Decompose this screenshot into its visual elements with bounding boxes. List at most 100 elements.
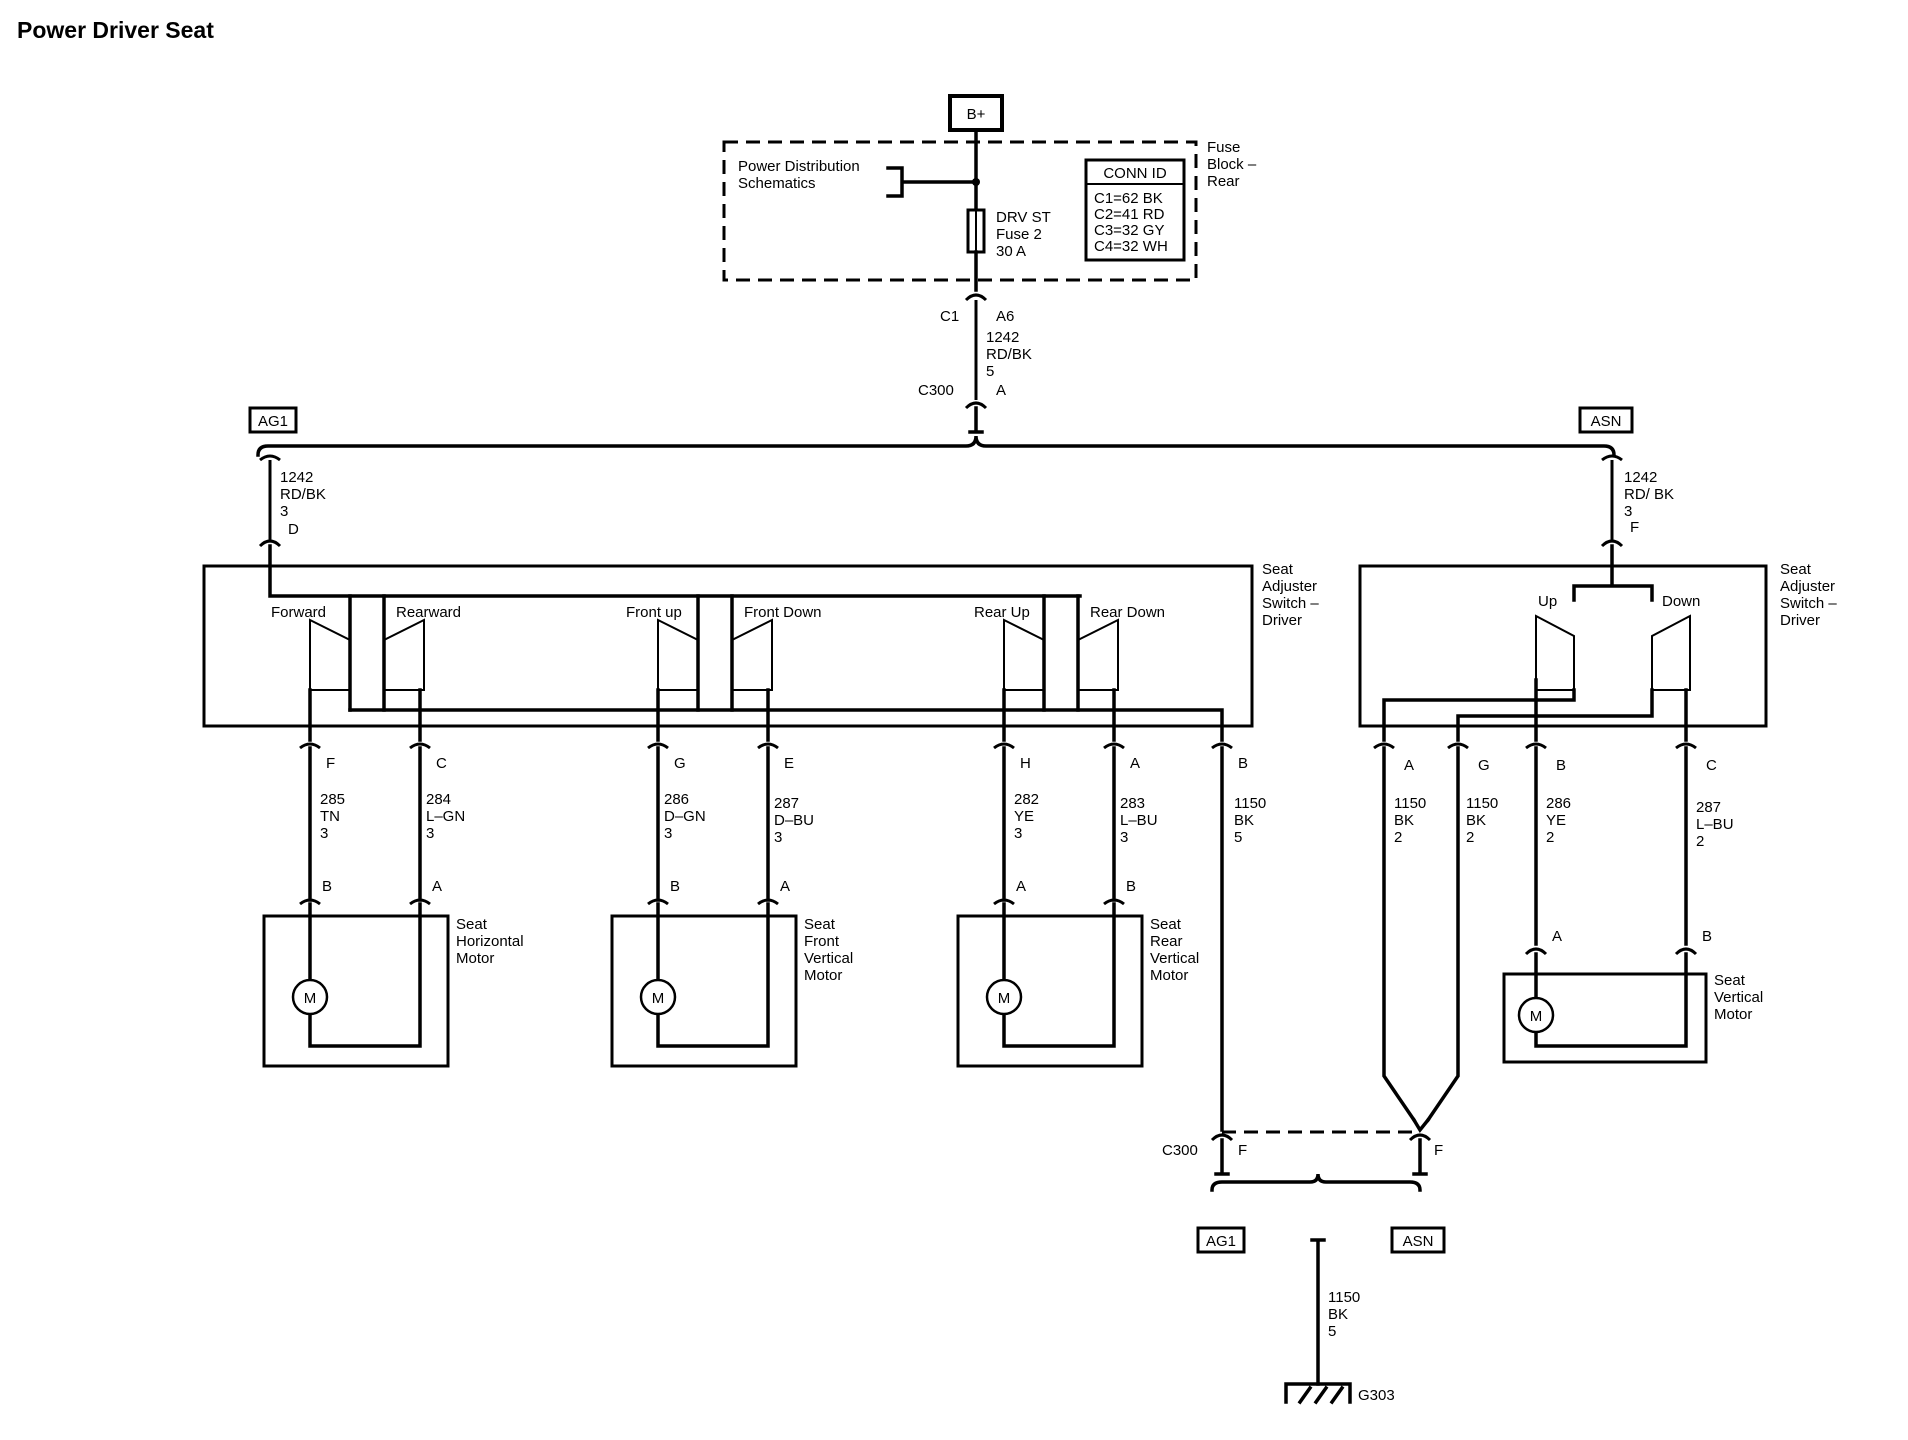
svg-text:BK: BK: [1466, 812, 1486, 829]
left-switch-label-4: Driver: [1262, 612, 1302, 629]
wire-283-label: 283 L–BU 3: [1120, 795, 1158, 846]
feed-wire-1: 1242: [986, 329, 1019, 346]
contact-rear-down: Rear Down: [1090, 604, 1165, 621]
right-wire-1150a-label: 1150 BK 2: [1394, 795, 1426, 846]
left-output-connectors: [299, 742, 1233, 750]
right-feed-connector: [1600, 539, 1624, 548]
contact-rearward: Rearward: [396, 604, 461, 621]
svg-text:M: M: [652, 990, 665, 1007]
pds-bracket: [886, 166, 978, 198]
right-switch-label-1: Seat: [1780, 561, 1812, 578]
svg-text:Rear: Rear: [1150, 933, 1183, 950]
svg-text:5: 5: [1328, 1323, 1336, 1340]
svg-text:2: 2: [1466, 829, 1474, 846]
contact-down-symbol: [1651, 614, 1691, 691]
left-pin-c: C: [436, 755, 447, 772]
svg-text:287: 287: [1696, 799, 1721, 816]
svg-text:D–GN: D–GN: [664, 808, 706, 825]
svg-text:282: 282: [1014, 791, 1039, 808]
right-feed-wire-1: 1242: [1624, 469, 1657, 486]
wire-282-label: 282 YE 3: [1014, 791, 1039, 842]
c300-top-stub: [968, 406, 984, 434]
contact-front-up: Front up: [626, 604, 682, 621]
right-feed-wire-3: 3: [1624, 503, 1632, 520]
svg-text:2: 2: [1546, 829, 1554, 846]
ground-id: G303: [1358, 1387, 1395, 1404]
right-switch-label-2: Adjuster: [1780, 578, 1835, 595]
svg-text:Seat: Seat: [1714, 972, 1746, 989]
svg-text:A: A: [1016, 878, 1026, 895]
svg-text:285: 285: [320, 791, 345, 808]
left-pin-e: E: [784, 755, 794, 772]
motor-front-vertical: B A M Seat Front Vertical Motor: [610, 878, 853, 1068]
svg-text:Motor: Motor: [1150, 967, 1188, 984]
motor-connectors: [299, 898, 1125, 906]
c1-pin: A6: [996, 308, 1014, 325]
svg-text:M: M: [1530, 1008, 1543, 1025]
svg-text:3: 3: [1014, 825, 1022, 842]
left-feed-pin: D: [288, 521, 299, 538]
svg-text:L–GN: L–GN: [426, 808, 465, 825]
conn-id-row-3: C3=32 GY: [1094, 222, 1164, 239]
svg-text:TN: TN: [320, 808, 340, 825]
left-feed-wire-2: RD/BK: [280, 486, 326, 503]
left-feed-bus: [268, 544, 1082, 598]
svg-text:283: 283: [1120, 795, 1145, 812]
left-switch-label-3: Switch –: [1262, 595, 1319, 612]
conn-id-header: CONN ID: [1103, 165, 1167, 182]
switch-pair-forward-rearward: Forward Rearward: [271, 594, 461, 712]
right-feed-wire-2: RD/ BK: [1624, 486, 1674, 503]
motor-horizontal: B A M Seat Horizontal Motor: [262, 878, 524, 1068]
fuse-block-outline: [722, 140, 1198, 282]
svg-text:Vertical: Vertical: [804, 950, 853, 967]
tag-ag1-top-label: AG1: [258, 413, 288, 430]
svg-text:Motor: Motor: [1714, 1006, 1752, 1023]
left-pin-b: B: [1238, 755, 1248, 772]
fuse-block-label-3: Rear: [1207, 173, 1240, 190]
page-title: Power Driver Seat: [17, 17, 214, 43]
switch-pair-front: Front up Front Down: [626, 594, 822, 712]
svg-text:L–BU: L–BU: [1696, 816, 1734, 833]
left-feed-connector: [258, 539, 282, 548]
right-switch-label-3: Switch –: [1780, 595, 1837, 612]
contact-up: Up: [1538, 593, 1557, 610]
ground-brace: [1210, 1173, 1422, 1192]
right-switch-internal: [1382, 678, 1688, 742]
fuse-block-label-1: Fuse: [1207, 139, 1240, 156]
right-feed-bus: [1572, 544, 1654, 602]
svg-text:BK: BK: [1328, 1306, 1348, 1323]
c300-bottom-pin-left: F: [1238, 1142, 1247, 1159]
svg-text:Front: Front: [804, 933, 840, 950]
right-wire-287-label: 287 L–BU 2: [1696, 799, 1734, 850]
fuse-block-label-2: Block –: [1207, 156, 1257, 173]
switch-pair-rear: Rear Up Rear Down: [974, 594, 1165, 712]
svg-text:1150: 1150: [1234, 795, 1266, 812]
svg-text:1150: 1150: [1328, 1289, 1360, 1306]
ground-wire: [1310, 1238, 1326, 1386]
ground-join: [1411, 1117, 1431, 1134]
wire-284-label: 284 L–GN 3: [426, 791, 465, 842]
left-switch-box: [202, 564, 1254, 728]
svg-text:Vertical: Vertical: [1714, 989, 1763, 1006]
conn-id-row-1: C1=62 BK: [1094, 190, 1163, 207]
motor-wires: [308, 746, 1224, 1132]
left-pin-a: A: [1130, 755, 1140, 772]
right-pin-b: B: [1556, 757, 1566, 774]
svg-text:L–BU: L–BU: [1120, 812, 1158, 829]
contact-up-symbol: [1535, 614, 1575, 691]
svg-text:M: M: [998, 990, 1011, 1007]
svg-text:3: 3: [774, 829, 782, 846]
svg-text:3: 3: [1120, 829, 1128, 846]
c300-top-pin: A: [996, 382, 1006, 399]
c300-bottom-connectors: [1210, 1133, 1432, 1142]
svg-text:M: M: [304, 990, 317, 1007]
svg-text:B: B: [670, 878, 680, 895]
svg-text:3: 3: [664, 825, 672, 842]
right-switch-box: [1358, 564, 1768, 728]
svg-text:A: A: [1552, 928, 1562, 945]
ground-symbol: [1284, 1382, 1352, 1405]
svg-text:3: 3: [426, 825, 434, 842]
c300-bottom-pin-right: F: [1434, 1142, 1443, 1159]
left-feed-wire-3: 3: [280, 503, 288, 520]
